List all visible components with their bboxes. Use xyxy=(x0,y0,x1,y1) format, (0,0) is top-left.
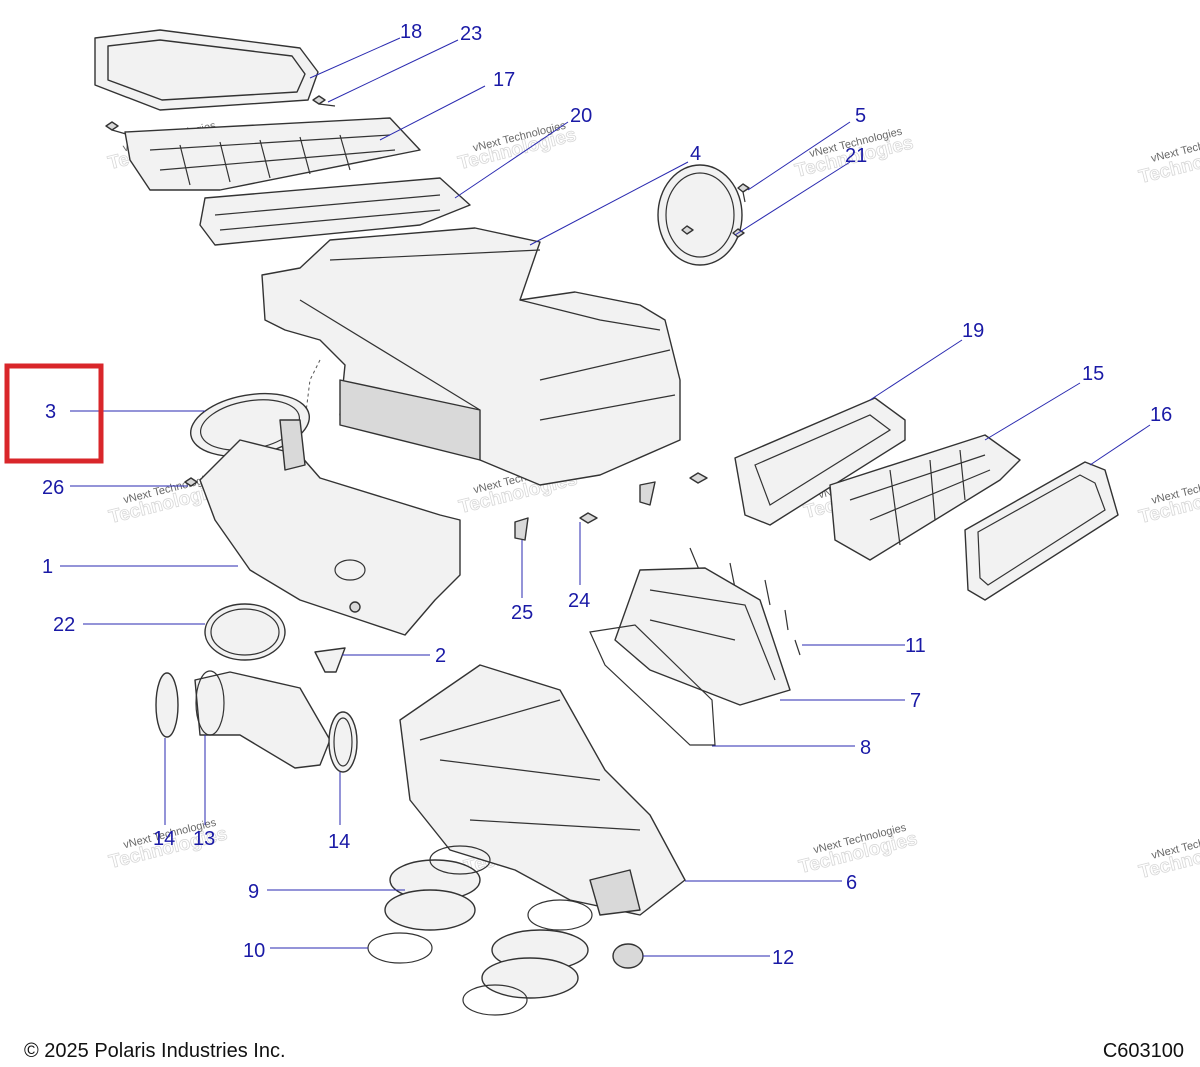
drawing-id: C603100 xyxy=(1102,1040,1184,1062)
callout-17[interactable]: 17 xyxy=(493,69,515,91)
part-25-clip[interactable] xyxy=(639,481,656,506)
callout-23[interactable]: 23 xyxy=(460,23,482,45)
part-18-gasket-top[interactable] xyxy=(94,29,319,111)
callout-12[interactable]: 12 xyxy=(772,947,794,969)
part-12-plug[interactable] xyxy=(612,943,644,969)
leader-lines xyxy=(60,37,1151,957)
callout-16[interactable]: 16 xyxy=(1150,404,1172,426)
callout-14-right[interactable]: 14 xyxy=(328,831,350,853)
callout-15[interactable]: 15 xyxy=(1082,363,1104,385)
part-15-filter-frame-right[interactable] xyxy=(829,434,1021,561)
part-4-airbox-cover[interactable] xyxy=(261,227,681,486)
callout-26[interactable]: 26 xyxy=(42,477,64,499)
callout-20[interactable]: 20 xyxy=(570,105,592,127)
part-1-intake-duct[interactable] xyxy=(199,419,461,636)
callout-2[interactable]: 2 xyxy=(435,645,446,667)
part-7-adapter[interactable] xyxy=(614,567,791,706)
part-26-screw[interactable] xyxy=(184,477,198,487)
part-20-filter-element-top[interactable] xyxy=(199,177,471,246)
callouts: 18 23 17 20 4 5 21 3 26 1 22 2 25 24 19 … xyxy=(42,21,1172,969)
highlight-box xyxy=(4,363,104,464)
callout-6[interactable]: 6 xyxy=(846,872,857,894)
callout-19[interactable]: 19 xyxy=(962,320,984,342)
copyright-notice: © 2025 Polaris Industries Inc. xyxy=(24,1040,286,1062)
part-9-coupler-left[interactable] xyxy=(384,859,481,931)
watermark: Technologies vNext Technologies xyxy=(797,822,920,879)
part-23-screw[interactable] xyxy=(105,121,127,135)
callout-9[interactable]: 9 xyxy=(248,881,259,903)
part-6-airbox-base[interactable] xyxy=(399,664,686,916)
callout-7[interactable]: 7 xyxy=(910,690,921,712)
callout-18[interactable]: 18 xyxy=(400,21,422,43)
callout-5[interactable]: 5 xyxy=(855,105,866,127)
part-5-screw[interactable] xyxy=(681,225,694,235)
callout-22[interactable]: 22 xyxy=(53,614,75,636)
callout-24[interactable]: 24 xyxy=(568,590,590,612)
part-13-intake-tube[interactable] xyxy=(194,670,331,769)
part-10-clamp-right[interactable] xyxy=(462,899,593,1016)
part-23-screw[interactable] xyxy=(312,95,336,107)
part-14-ring[interactable] xyxy=(155,672,179,738)
part-8-gasket[interactable] xyxy=(589,624,716,746)
callout-21[interactable]: 21 xyxy=(845,145,867,167)
part-9-coupler-right[interactable] xyxy=(481,929,589,999)
part-5-screw[interactable] xyxy=(737,183,750,203)
part-16-gasket-right[interactable] xyxy=(964,461,1119,601)
part-21-ring-plate[interactable] xyxy=(657,164,743,266)
callout-4[interactable]: 4 xyxy=(690,143,701,165)
part-11-screws[interactable] xyxy=(689,547,801,656)
callout-8[interactable]: 8 xyxy=(860,737,871,759)
part-14-ring[interactable] xyxy=(328,711,358,773)
watermark: Technologies vNext Technologies xyxy=(1137,472,1200,529)
part-17-filter-frame-top[interactable] xyxy=(124,117,421,191)
callout-14-left[interactable]: 14 xyxy=(153,828,175,850)
part-2-grommet[interactable] xyxy=(314,647,346,673)
part-25-clip[interactable] xyxy=(514,517,529,541)
watermark: Technologies vNext Technologies xyxy=(1137,130,1200,188)
callout-10[interactable]: 10 xyxy=(243,940,265,962)
part-19-filter-element-right[interactable] xyxy=(734,397,906,526)
watermark: Technologies vNext Technologies xyxy=(456,120,579,175)
callout-13[interactable]: 13 xyxy=(193,828,215,850)
callout-11[interactable]: 11 xyxy=(905,635,926,657)
part-24-bolt[interactable] xyxy=(579,512,598,524)
callout-3[interactable]: 3 xyxy=(45,401,56,423)
part-24-bolt[interactable] xyxy=(689,472,708,484)
callout-1[interactable]: 1 xyxy=(42,556,53,578)
callout-25[interactable]: 25 xyxy=(511,602,533,624)
watermark: Technologies vNext Technologies xyxy=(1137,827,1200,884)
part-22-clamp-ring[interactable] xyxy=(204,603,286,661)
